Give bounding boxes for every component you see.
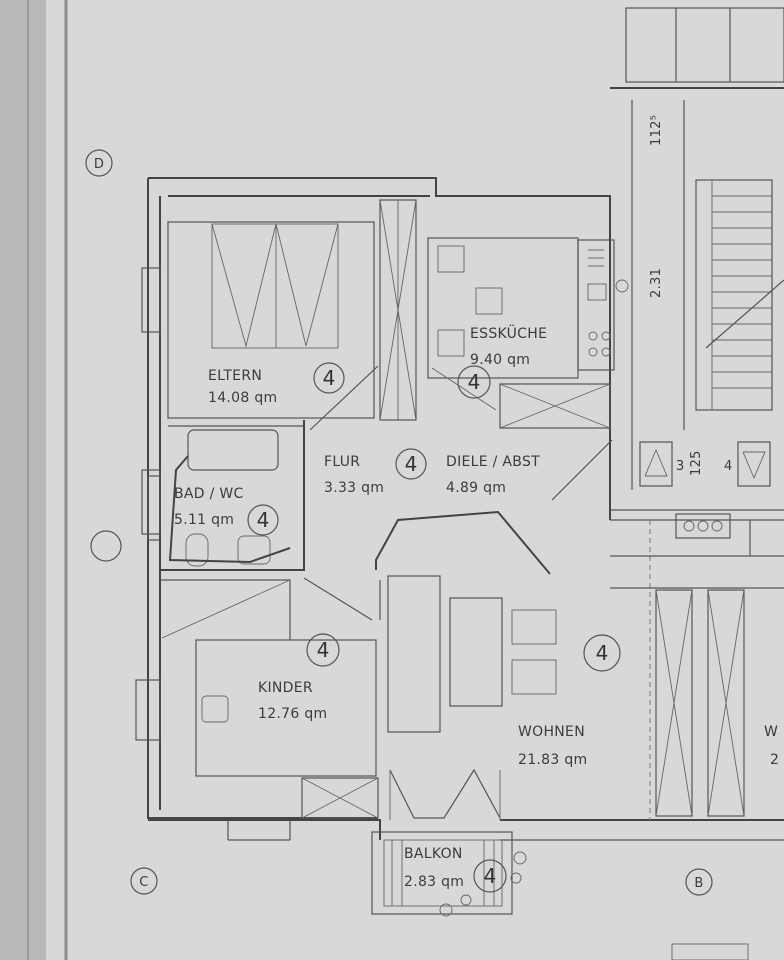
- label-kinder: KINDER 12.76 qm 4: [258, 633, 340, 722]
- binding-shadow: [0, 0, 46, 960]
- room-name-balkon: BALKON: [404, 846, 463, 862]
- room-name-esskueche: ESSKÜCHE: [470, 324, 547, 342]
- room-kinder: [160, 579, 379, 819]
- axis-marker-mid: [90, 530, 122, 562]
- marker-bad: 4: [257, 508, 270, 532]
- marker-esskueche: 4: [468, 370, 481, 394]
- dim-stair-low: 125: [689, 450, 704, 476]
- neighbour-wardrobes: [655, 589, 749, 960]
- room-name-neighbour: W: [764, 724, 778, 740]
- room-area-flur: 3.33 qm: [324, 480, 384, 496]
- label-flur: FLUR 3.33 qm 4: [324, 448, 427, 496]
- room-bad: [147, 429, 291, 567]
- axis-label-c: C: [139, 875, 148, 890]
- room-name-bad: BAD / WC: [174, 486, 244, 502]
- dim-stair-left: 3: [676, 459, 685, 474]
- toilet: [185, 533, 209, 567]
- windows-left: [135, 267, 161, 741]
- room-name-kinder: KINDER: [258, 680, 313, 696]
- room-wohnen: [387, 520, 651, 820]
- room-name-flur: FLUR: [324, 454, 360, 470]
- interior-partitions: [160, 365, 784, 621]
- marker-kinder: 4: [317, 638, 330, 662]
- axis-marker-d: D: [85, 149, 113, 177]
- marker-circle-esskueche: [457, 365, 491, 399]
- room-area-eltern: 14.08 qm: [208, 390, 277, 406]
- label-esskueche: ESSKÜCHE 9.40 qm 4: [457, 324, 547, 399]
- label-neighbour: W 2: [764, 724, 779, 768]
- room-esskueche: [427, 237, 615, 429]
- axis-label-d: D: [94, 157, 104, 172]
- stairwell: [610, 7, 784, 589]
- sofa: [387, 575, 441, 733]
- label-diele: DIELE / ABST 4.89 qm: [446, 454, 540, 496]
- marker-circle-bad: [247, 504, 279, 536]
- room-name-wohnen: WOHNEN: [518, 724, 585, 740]
- room-balkon: [371, 831, 527, 917]
- dim-stair-mid: 2.31: [649, 268, 664, 298]
- room-area-esskueche: 9.40 qm: [470, 352, 530, 368]
- label-wohnen: WOHNEN 21.83 qm 4: [518, 634, 621, 768]
- dim-stair-top: 112⁵: [649, 115, 664, 146]
- axis-label-b: B: [694, 876, 703, 891]
- room-name-eltern: ELTERN: [208, 368, 262, 384]
- label-balkon: BALKON 2.83 qm 4: [404, 846, 507, 893]
- room-eltern: [167, 221, 375, 419]
- room-area-neighbour: 2: [770, 752, 779, 768]
- room-area-bad: 5.11 qm: [174, 512, 234, 528]
- bathtub: [187, 429, 279, 471]
- marker-balkon: 4: [484, 864, 497, 888]
- bed-outline: [211, 223, 339, 349]
- label-eltern: ELTERN 14.08 qm 4: [208, 362, 345, 406]
- stair-steps: [712, 195, 772, 389]
- marker-flur: 4: [405, 452, 418, 476]
- marker-circle-balkon: [473, 859, 507, 893]
- label-bad: BAD / WC 5.11 qm 4: [174, 486, 279, 536]
- wardrobe-flur: [379, 199, 417, 421]
- room-area-kinder: 12.76 qm: [258, 706, 327, 722]
- room-name-diele: DIELE / ABST: [446, 454, 540, 470]
- room-area-balkon: 2.83 qm: [404, 874, 464, 890]
- marker-eltern: 4: [323, 366, 336, 390]
- washbasin: [237, 535, 271, 565]
- marker-wohnen: 4: [596, 641, 609, 665]
- room-area-diele: 4.89 qm: [446, 480, 506, 496]
- dining-table: [449, 597, 503, 707]
- dim-stair-right: 4: [724, 459, 733, 474]
- room-area-wohnen: 21.83 qm: [518, 752, 587, 768]
- axis-marker-b: B: [685, 868, 713, 896]
- marker-circle-flur: [395, 448, 427, 480]
- marker-circle-kinder: [306, 633, 340, 667]
- marker-circle-eltern: [313, 362, 345, 394]
- axis-marker-c: C: [130, 867, 158, 895]
- marker-circle-wohnen: [583, 634, 621, 672]
